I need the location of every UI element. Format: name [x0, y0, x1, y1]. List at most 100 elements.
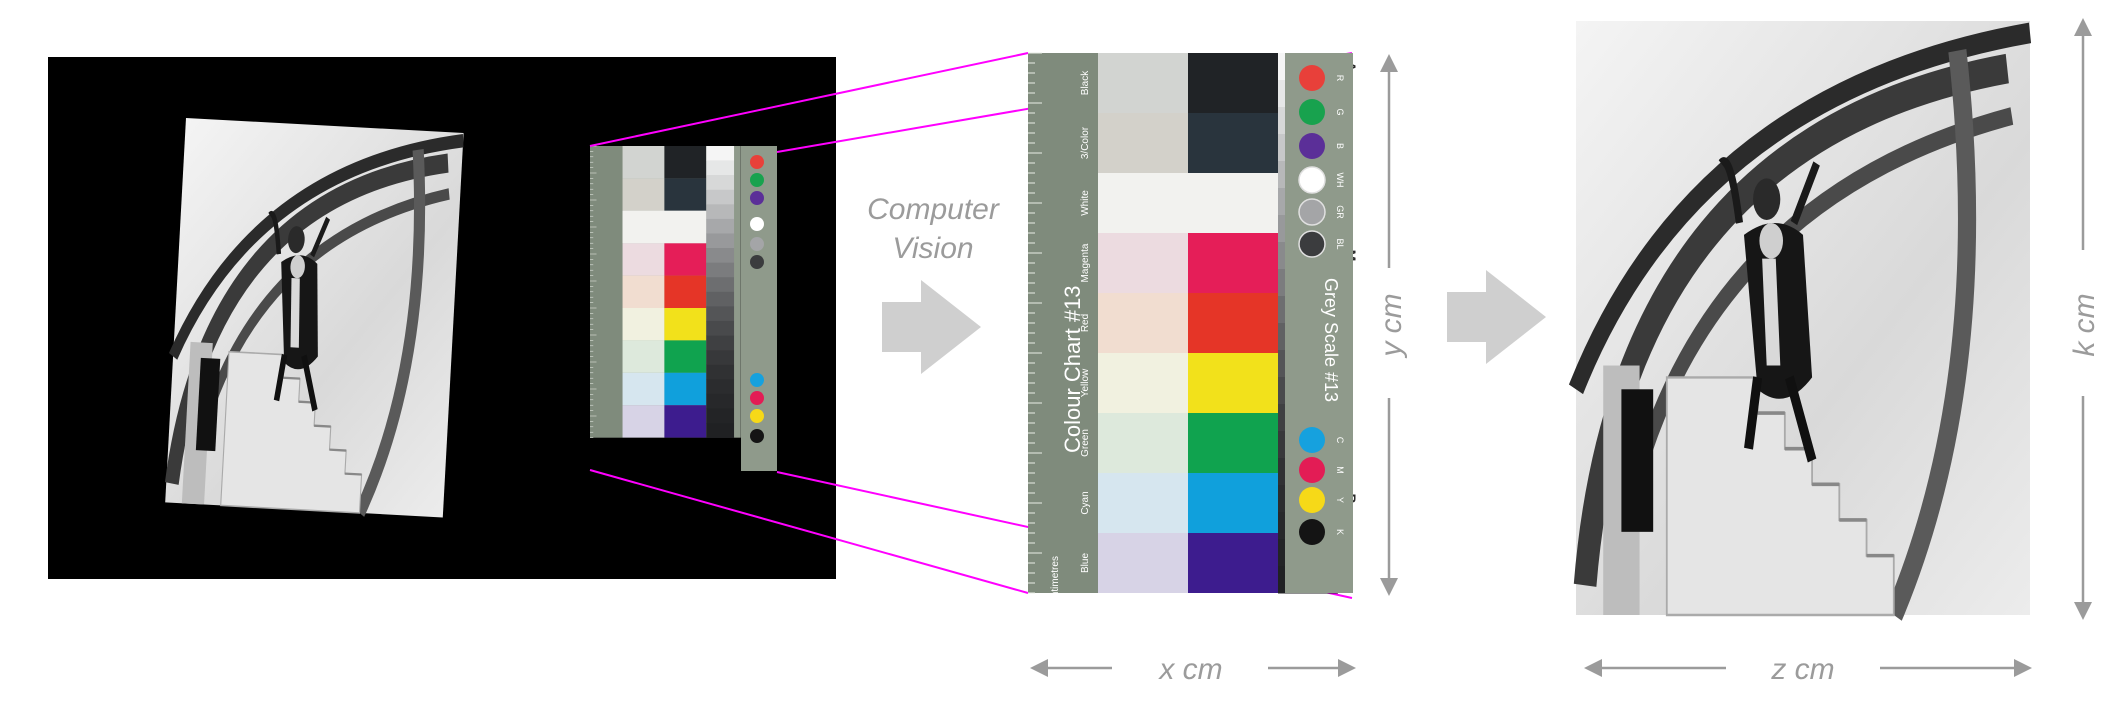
tone-column-body: [1285, 53, 1353, 593]
patch-label: Centimetres: [1050, 556, 1061, 610]
strong-patch: [1188, 473, 1278, 533]
dot-label: G: [1335, 108, 1345, 115]
dot-label: BL: [1335, 238, 1345, 249]
process-label-line2: Vision: [892, 232, 973, 265]
patch-label: Magenta: [1080, 243, 1091, 282]
scanned-colour-dot: [750, 409, 764, 423]
dimension-k-label: k cm: [2068, 293, 2101, 356]
white-patch: [1098, 173, 1278, 233]
scanner-bed: [48, 57, 836, 579]
strong-patch: [664, 275, 707, 308]
dot-label: B: [1335, 143, 1345, 149]
grey-step: [706, 335, 735, 351]
strong-patch: [1188, 353, 1278, 413]
grey-step: [706, 393, 735, 409]
strong-patch: [1188, 533, 1278, 593]
grey-step: [706, 204, 735, 220]
chart-title: Colour Chart #13: [1060, 285, 1085, 453]
strong-patch: [664, 178, 707, 211]
chart-edge: [734, 146, 741, 438]
colour-dot: [1298, 230, 1326, 258]
colour-dot: [1299, 519, 1325, 545]
strong-patch: [664, 308, 707, 341]
light-patch: [1098, 353, 1188, 413]
scanned-colour-dot: [750, 391, 764, 405]
dot-label: WH: [1335, 173, 1345, 188]
scanned-colour-dot: [750, 429, 764, 443]
dimension-y-label: y cm: [1375, 293, 1408, 358]
light-patch: [1098, 53, 1188, 113]
process-label-line1: Computer: [867, 193, 1000, 226]
dot-label: C: [1335, 437, 1345, 444]
light-patch: [1098, 533, 1188, 593]
dimension-x-label: x cm: [1157, 653, 1222, 686]
colour-dot: [1298, 166, 1326, 194]
strong-patch: [1188, 233, 1278, 293]
dimension-z: [1584, 659, 2032, 677]
grey-step: [706, 423, 735, 438]
arrow-right-icon: [1447, 270, 1546, 364]
grey-step: [706, 306, 735, 322]
strong-patch: [1188, 293, 1278, 353]
grey-step: [706, 320, 735, 336]
dimension-y: [1380, 54, 1398, 596]
grey-step: [706, 175, 735, 191]
strong-patch: [664, 405, 707, 438]
patch-label: Red: [1080, 314, 1091, 332]
strong-patch: [1188, 53, 1278, 113]
scanned-colour-dot: [750, 237, 764, 251]
grey-step: [706, 146, 735, 161]
grey-step: [706, 233, 735, 249]
light-patch: [622, 178, 665, 211]
grey-step: [706, 364, 735, 380]
light-patch: [622, 308, 665, 341]
white-patch: [622, 210, 707, 244]
grey-step: [706, 189, 735, 205]
strong-patch: [1188, 113, 1278, 173]
light-patch: [622, 275, 665, 308]
patch-label: Blue: [1080, 553, 1091, 573]
grey-step: [706, 277, 735, 293]
light-patch: [1098, 413, 1188, 473]
light-patch: [622, 372, 665, 406]
patch-label: Cyan: [1080, 491, 1091, 514]
colour-dot: [1299, 133, 1325, 159]
dimension-k: [2074, 18, 2092, 620]
colour-dot: [1299, 99, 1325, 125]
corrected-photograph: [1576, 21, 2030, 615]
light-patch: [1098, 113, 1188, 173]
strong-patch: [664, 146, 707, 179]
enlarged-colour-chart: Colour Chart #13Black3/ColorWhiteMagenta…: [1028, 52, 1359, 610]
grey-scale-title: Grey Scale #13: [1321, 278, 1341, 402]
scanned-colour-dot: [750, 373, 764, 387]
scanned-photograph: [165, 118, 463, 517]
light-patch: [1098, 233, 1188, 293]
patch-label: Green: [1080, 429, 1091, 457]
patch-label: Yellow: [1080, 368, 1091, 397]
dot-label: Y: [1335, 497, 1345, 503]
colour-dot: [1298, 198, 1326, 226]
grey-step: [706, 248, 735, 263]
light-patch: [1098, 293, 1188, 353]
scanned-colour-dot: [750, 217, 764, 231]
colour-dot: [1299, 487, 1325, 513]
colour-dot: [1299, 65, 1325, 91]
patch-label: Black: [1080, 70, 1091, 95]
dimension-z-label: z cm: [1770, 653, 1834, 686]
scanned-colour-dot: [750, 173, 764, 187]
strong-patch: [664, 340, 707, 373]
ruler-strip: [590, 146, 623, 438]
strong-patch: [664, 372, 707, 406]
light-patch: [1098, 473, 1188, 533]
dot-label: K: [1335, 529, 1345, 535]
scanned-tone-column: [741, 146, 777, 471]
light-patch: [622, 405, 665, 438]
dot-label: R: [1335, 75, 1345, 82]
light-patch: [622, 340, 665, 373]
grey-step: [706, 160, 735, 176]
strong-patch: [1188, 413, 1278, 473]
patch-label: 3/Color: [1080, 126, 1091, 159]
colour-dot: [1299, 457, 1325, 483]
scanned-colour-chart: [590, 145, 741, 438]
